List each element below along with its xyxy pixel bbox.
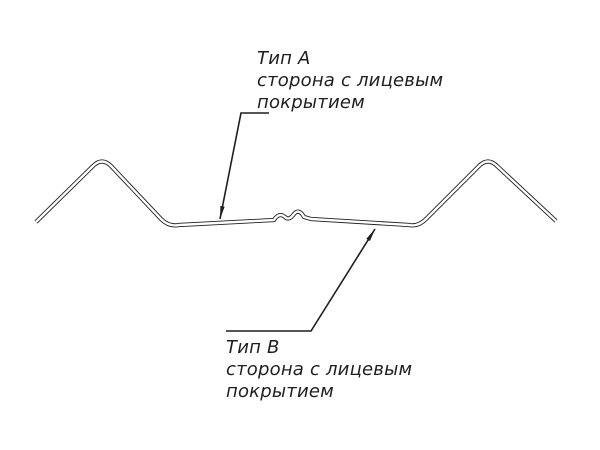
callout-a-title: Тип А [257,48,311,69]
callout-a-desc-line1: сторона с лицевым [257,70,443,91]
sheet-profile-outline [34,159,558,228]
callout-a-leader-line [219,112,269,220]
callout-b-desc-line2: покрытием [226,381,334,402]
callout-a-desc-line2: покрытием [257,92,365,113]
callout-b-title: Тип В [226,337,280,358]
sheet-profile-inner-gap [35,160,557,227]
callout-b-leader-line [226,228,376,332]
callout-b-desc-line1: сторона с лицевым [226,359,412,380]
